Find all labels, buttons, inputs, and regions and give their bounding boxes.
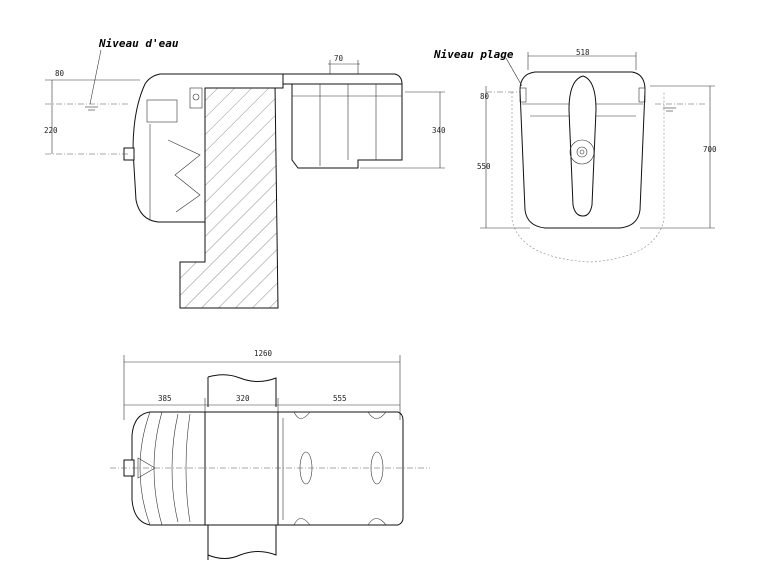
dim-top-385: 385 xyxy=(158,394,172,403)
dim-side-340: 340 xyxy=(432,126,446,135)
top-view: 1260 385 320 555 xyxy=(110,349,430,560)
top-skimmer-housing xyxy=(131,411,206,526)
dim-top-555: 555 xyxy=(333,394,347,403)
water-level-label: Niveau d'eau xyxy=(98,37,179,50)
nozzle-ring xyxy=(569,139,595,165)
top-wall-section xyxy=(207,374,277,560)
side-view: Niveau d'eau 80 220 70 340 xyxy=(44,37,446,309)
dim-front-550: 550 xyxy=(477,162,491,171)
dim-side-80: 80 xyxy=(55,69,65,78)
weir-flap xyxy=(568,75,597,217)
skimmer-body xyxy=(132,73,284,223)
dim-top-320: 320 xyxy=(236,394,250,403)
dim-front-518: 518 xyxy=(576,48,590,57)
front-view: Niveau plage 518 80 550 700 xyxy=(433,48,717,263)
dim-front-80: 80 xyxy=(480,92,490,101)
beach-level-label: Niveau plage xyxy=(433,48,514,61)
dim-side-70: 70 xyxy=(334,54,344,63)
dim-top-1260: 1260 xyxy=(254,349,273,358)
top-filter-basket xyxy=(277,411,404,526)
dim-side-220: 220 xyxy=(44,126,58,135)
dim-front-700: 700 xyxy=(703,145,717,154)
filter-basket xyxy=(291,83,403,169)
